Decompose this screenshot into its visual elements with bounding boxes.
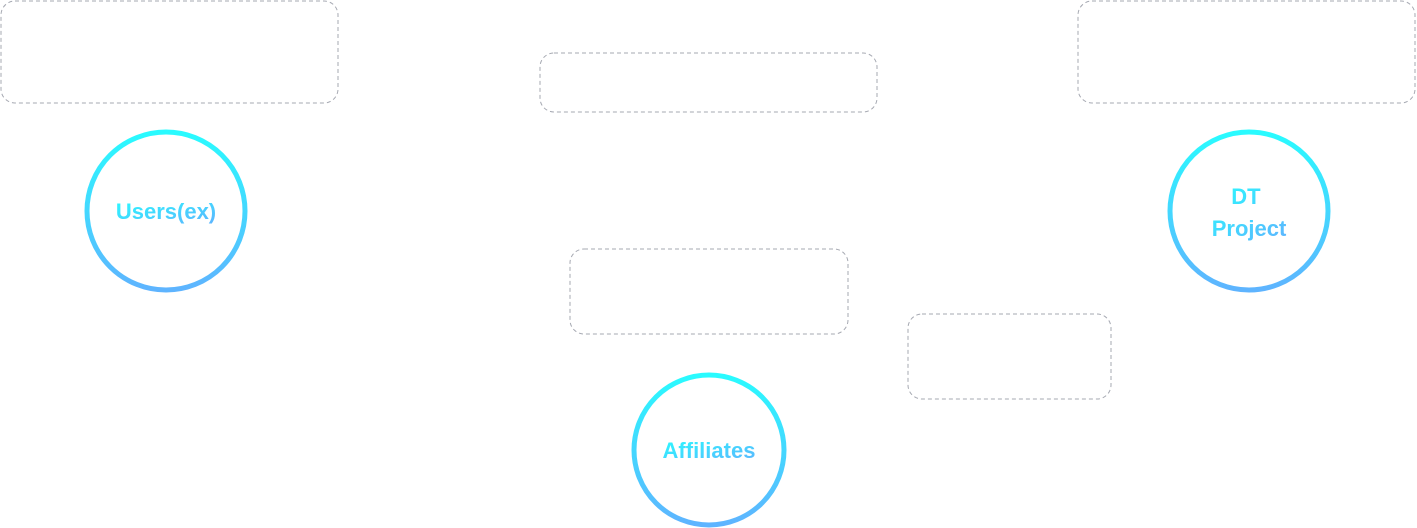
node-users-ex[interactable]: Users(ex) (84, 129, 248, 293)
node-label-dt-project: DT Project (1212, 184, 1287, 241)
box-top-left (0, 0, 339, 104)
box-top-center (539, 52, 878, 113)
box-top-right (1077, 0, 1416, 104)
node-ring (631, 372, 787, 528)
node-ring (84, 129, 248, 293)
box-bottom-right (907, 313, 1112, 400)
box-middle-center (569, 248, 849, 335)
node-affiliates[interactable]: Affiliates (631, 372, 787, 528)
node-label-users-ex: Users(ex) (116, 199, 216, 224)
node-label-affiliates: Affiliates (663, 438, 756, 463)
node-ring (1167, 129, 1331, 293)
node-dt-project[interactable]: DT Project (1167, 129, 1331, 293)
